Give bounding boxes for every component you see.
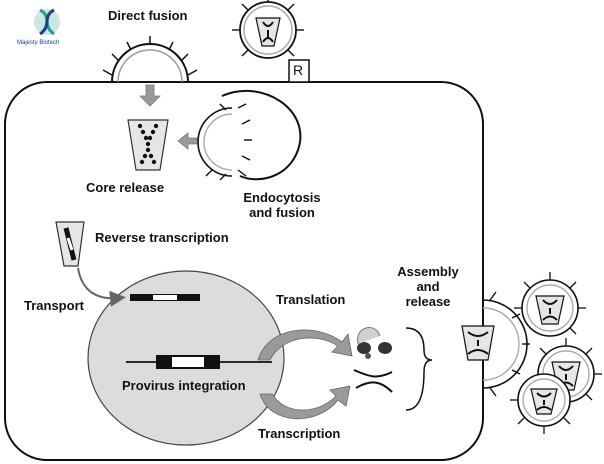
transcription-arrow (259, 385, 351, 420)
ribosomes (357, 327, 392, 359)
label-assembly: Assembly and release (396, 264, 460, 309)
label-endocytosis-line1: Endocytosis (243, 190, 321, 205)
endocytosed-virion (197, 103, 252, 181)
label-transport: Transport (24, 298, 84, 313)
released-core (127, 119, 169, 171)
assembly-bracket (405, 327, 433, 411)
logo-icon (34, 8, 60, 36)
endosome-membrane (221, 90, 302, 181)
label-endocytosis-line2: and fusion (249, 205, 315, 220)
label-reverse-transcription: Reverse transcription (95, 230, 229, 245)
transport-arrow (77, 267, 126, 307)
label-endocytosis: Endocytosis and fusion (238, 190, 326, 220)
released-virion-1 (514, 272, 586, 337)
label-transcription: Transcription (258, 426, 341, 441)
label-direct-fusion: Direct fusion (108, 8, 188, 23)
label-translation: Translation (276, 292, 346, 307)
integrated-provirus (126, 355, 272, 369)
label-assembly-line2: and (416, 279, 440, 294)
released-virion-3 (510, 373, 571, 434)
label-provirus-integration: Provirus integration (122, 378, 246, 393)
receptor-box (288, 59, 310, 83)
label-assembly-line3: release (405, 294, 451, 309)
free-virion-top (232, 0, 304, 59)
endocytosis-arrow (177, 132, 199, 150)
label-receptor: R (293, 62, 304, 78)
viral-cdna (130, 294, 200, 301)
viral-rna (353, 369, 393, 393)
reverse-transcription-complex (55, 221, 85, 267)
translation-arrow (257, 329, 353, 361)
label-assembly-line1: Assembly (397, 264, 459, 279)
label-core-release: Core release (86, 180, 165, 195)
fusing-virion (102, 36, 198, 83)
budding-virion (461, 291, 530, 397)
cell-membrane (4, 81, 484, 461)
fusion-arrow (139, 84, 161, 107)
logo-text: Majesty Biotech (17, 40, 60, 46)
